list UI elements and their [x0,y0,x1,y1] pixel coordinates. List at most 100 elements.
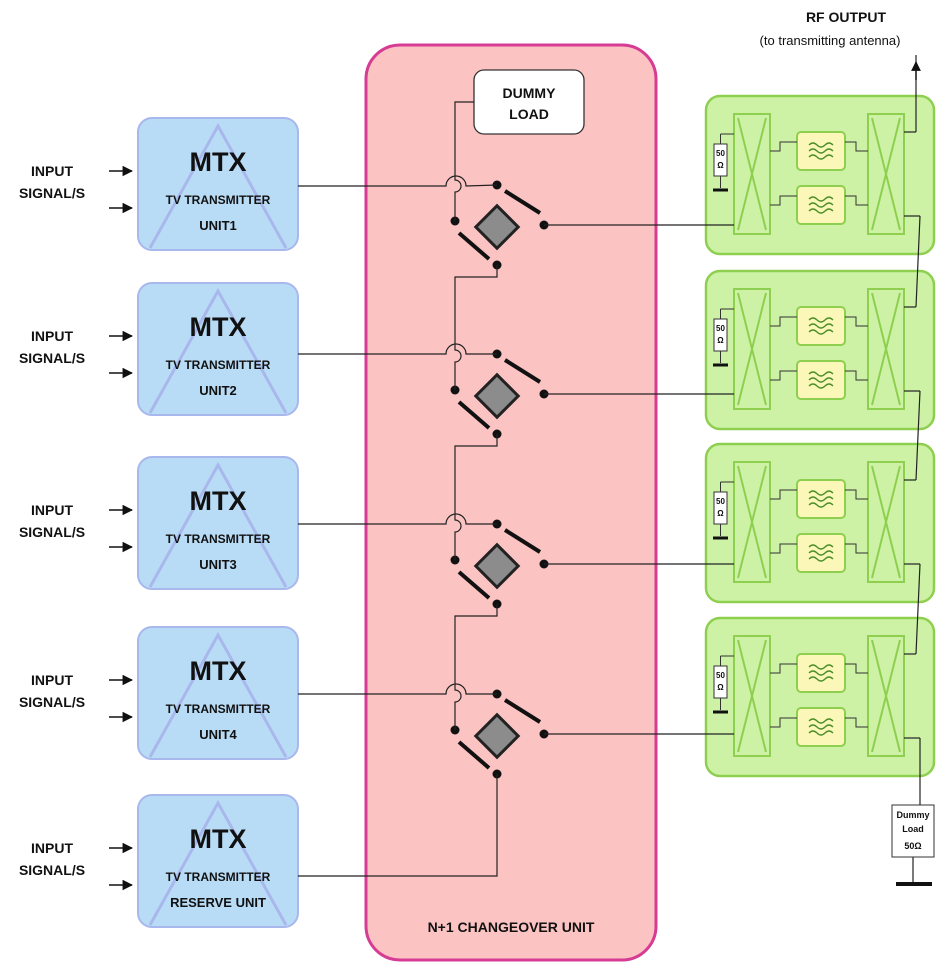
changeover-dummy-load [473,69,585,135]
filter-wave-icon [808,544,834,550]
hybrid-cross [737,292,767,406]
changeover-unit [364,43,658,962]
transmitter-type: TV TRANSMITTER [166,532,271,546]
tx-to-switch-wire [298,175,498,187]
cascade-wire [915,563,921,655]
combiner-link [770,316,797,327]
bandpass-filter [796,185,846,225]
switch-blade [503,698,542,724]
filter-wave-icon [808,718,834,724]
transmitter-unit: UNIT1 [199,218,237,233]
bandpass-filter [796,306,846,346]
switch-blade [503,528,542,554]
cascade-wire [915,215,921,308]
transmitter-unit: RESERVE UNIT [170,895,266,910]
tx-to-switch-wire [298,343,497,355]
hybrid-coupler [867,461,905,583]
end-dummy-line2: Load [902,824,924,834]
combiner-link [770,543,797,554]
combiner-link [770,489,797,500]
resistor-unit: Ω [717,509,724,518]
filter-wave-icon [808,371,834,377]
filter-wave-icon [808,502,834,508]
bandpass-filter [796,131,846,171]
switch-blade [457,400,491,430]
reserve-to-switch-wire [298,774,498,877]
filter-wave-icon [808,676,834,682]
input-label-line2: SIGNAL/S [19,524,85,540]
hybrid-coupler [867,635,905,757]
input-label-line2: SIGNAL/S [19,350,85,366]
transmitter-triangle [148,122,288,249]
transmitter-triangle [148,287,288,414]
rf-output-title: RF OUTPUT [806,9,887,25]
resistor-value: 50 [716,497,725,506]
hybrid-coupler [867,288,905,410]
combiner-link [770,141,797,152]
filter-wave-icon [808,383,834,389]
combiner-link [845,663,868,674]
transmitter-unit: UNIT3 [199,557,237,572]
switch-rotor [473,542,521,590]
switch-blade [457,570,491,600]
transmitter-type: TV TRANSMITTER [166,358,271,372]
hybrid-cross [737,117,767,231]
filter-wave-icon [808,670,834,676]
hybrid-coupler [733,113,771,235]
end-dummy-line1: Dummy [896,810,929,820]
chain-wire [454,265,498,390]
filter-wave-icon [808,496,834,502]
hybrid-cross [737,639,767,753]
filter-wave-icon [808,664,834,670]
filter-wave-icon [808,142,834,148]
rf-output-subtitle: (to transmitting antenna) [760,33,901,48]
switch-rotor [473,203,521,251]
transmitter-triangle [148,461,288,588]
filter-wave-icon [808,202,834,208]
input-label-line1: INPUT [31,672,73,688]
transmitter-type: TV TRANSMITTER [166,870,271,884]
input-label-line1: INPUT [31,502,73,518]
resistor-unit: Ω [717,161,724,170]
dummy-load-line2: LOAD [509,106,549,122]
filter-wave-icon [808,550,834,556]
chain-wire [454,434,498,560]
resistor-unit: Ω [717,336,724,345]
input-label-line2: SIGNAL/S [19,185,85,201]
resistor-unit: Ω [717,683,724,692]
bandpass-filter [796,533,846,573]
input-label-line1: INPUT [31,328,73,344]
tx-to-switch-wire [298,683,497,695]
transmitter-type: TV TRANSMITTER [166,193,271,207]
combiner-link [845,370,868,381]
transmitter-type: TV TRANSMITTER [166,702,271,716]
hybrid-coupler [733,461,771,583]
combiner-link [770,370,797,381]
hybrid-coupler [733,635,771,757]
filter-wave-icon [808,208,834,214]
switch-rotor [473,712,521,760]
resistor-value: 50 [716,671,725,680]
filter-wave-icon [808,196,834,202]
combiner-link [845,141,868,152]
transmitter-brand: MTX [190,486,247,516]
switch-blade [503,189,542,215]
hybrid-cross [871,292,901,406]
combiner-link [770,663,797,674]
transmitter-box [137,626,299,760]
transmitter-box [137,456,299,590]
combiner-link [845,717,868,728]
input-label-line2: SIGNAL/S [19,694,85,710]
switch-blade [457,231,491,261]
hybrid-coupler [733,288,771,410]
bandpass-filter [796,707,846,747]
transmitter-brand: MTX [190,656,247,686]
filter-wave-icon [808,148,834,154]
transmitter-triangle [148,631,288,758]
filter-wave-icon [808,490,834,496]
input-label-line1: INPUT [31,840,73,856]
filter-wave-icon [808,329,834,335]
transmitter-unit: UNIT4 [199,727,237,742]
